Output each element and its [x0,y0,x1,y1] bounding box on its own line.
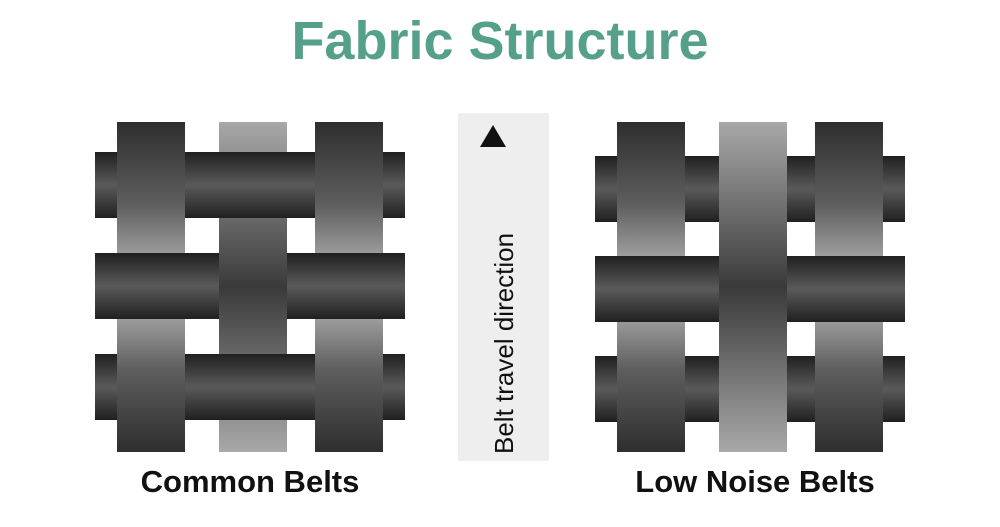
weft-crossing [219,152,287,218]
weft-crossing [219,354,287,420]
weft-crossing [815,256,883,322]
triangle-up-icon [480,125,506,147]
belt-direction-label: Belt travel direction [489,232,519,454]
belt-direction-panel: Belt travel direction [458,113,549,461]
weft-crossing [617,256,685,322]
diagram-title: Fabric Structure [291,11,709,71]
weft-crossing [315,253,383,319]
caption-low-noise-belts: Low Noise Belts [635,464,875,499]
weave-low-noise-belts [595,122,905,452]
warp-strand [719,122,787,452]
weft-crossing [117,253,185,319]
caption-common-belts: Common Belts [140,464,360,499]
weave-common-belts [95,122,405,452]
